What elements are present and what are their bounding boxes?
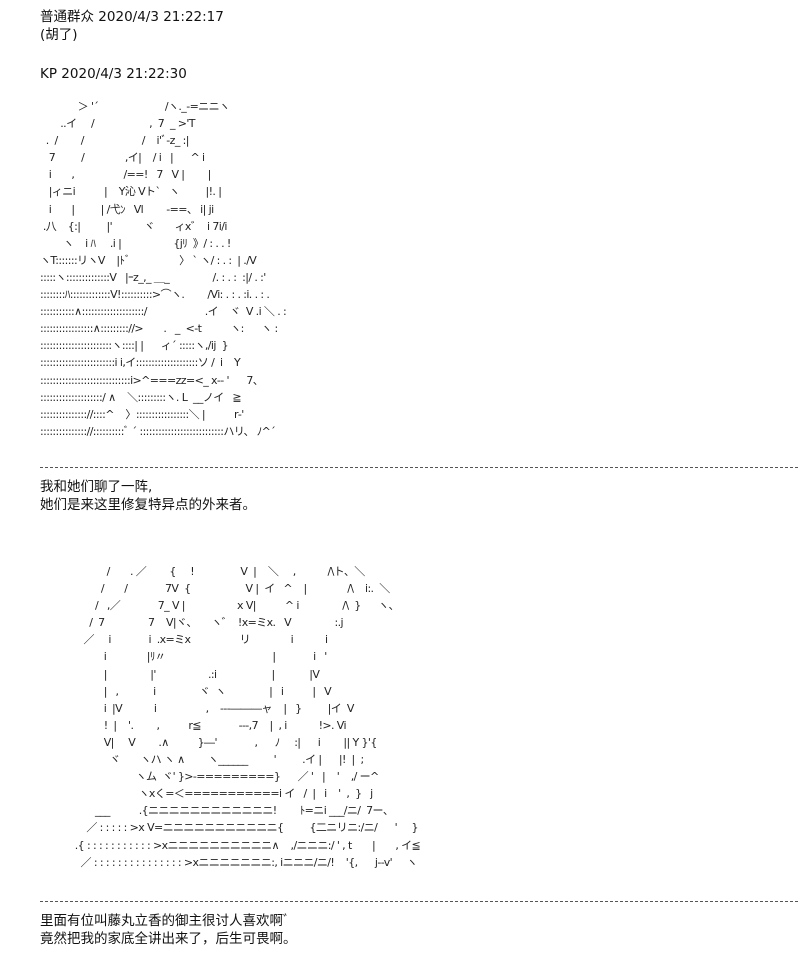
post-body-1: (胡了) <box>40 27 78 43</box>
post-timestamp: 2020/4/3 21:22:30 <box>61 66 187 82</box>
post-header-2: KP 2020/4/3 21:22:30 <box>40 66 187 83</box>
post-author: KP <box>40 66 57 82</box>
ascii-art-1: ＞ '´ /ヽ._-=ニニヽ ..イ / , 7 _ >'T . / / / i… <box>40 100 287 438</box>
post-header-1: 普通群众 2020/4/3 21:22:17 <box>40 9 224 26</box>
post-timestamp: 2020/4/3 21:22:17 <box>98 9 224 25</box>
dialogue-1: 我和她们聊了一阵, 她们是来这里修复特异点的外来者。 <box>40 479 256 513</box>
post-author: 普通群众 <box>40 9 94 25</box>
ascii-art-2: / . ／ { ! V | ＼ , /\ト、＼ / / 7V { V | イ ^… <box>74 565 421 869</box>
divider-2 <box>40 901 798 902</box>
dialogue-2: 里面有位叫藤丸立香的御主很讨人喜欢啊ﾞ 竟然把我的家底全讲出来了，后生可畏啊。 <box>40 913 297 947</box>
divider-1 <box>40 467 798 468</box>
